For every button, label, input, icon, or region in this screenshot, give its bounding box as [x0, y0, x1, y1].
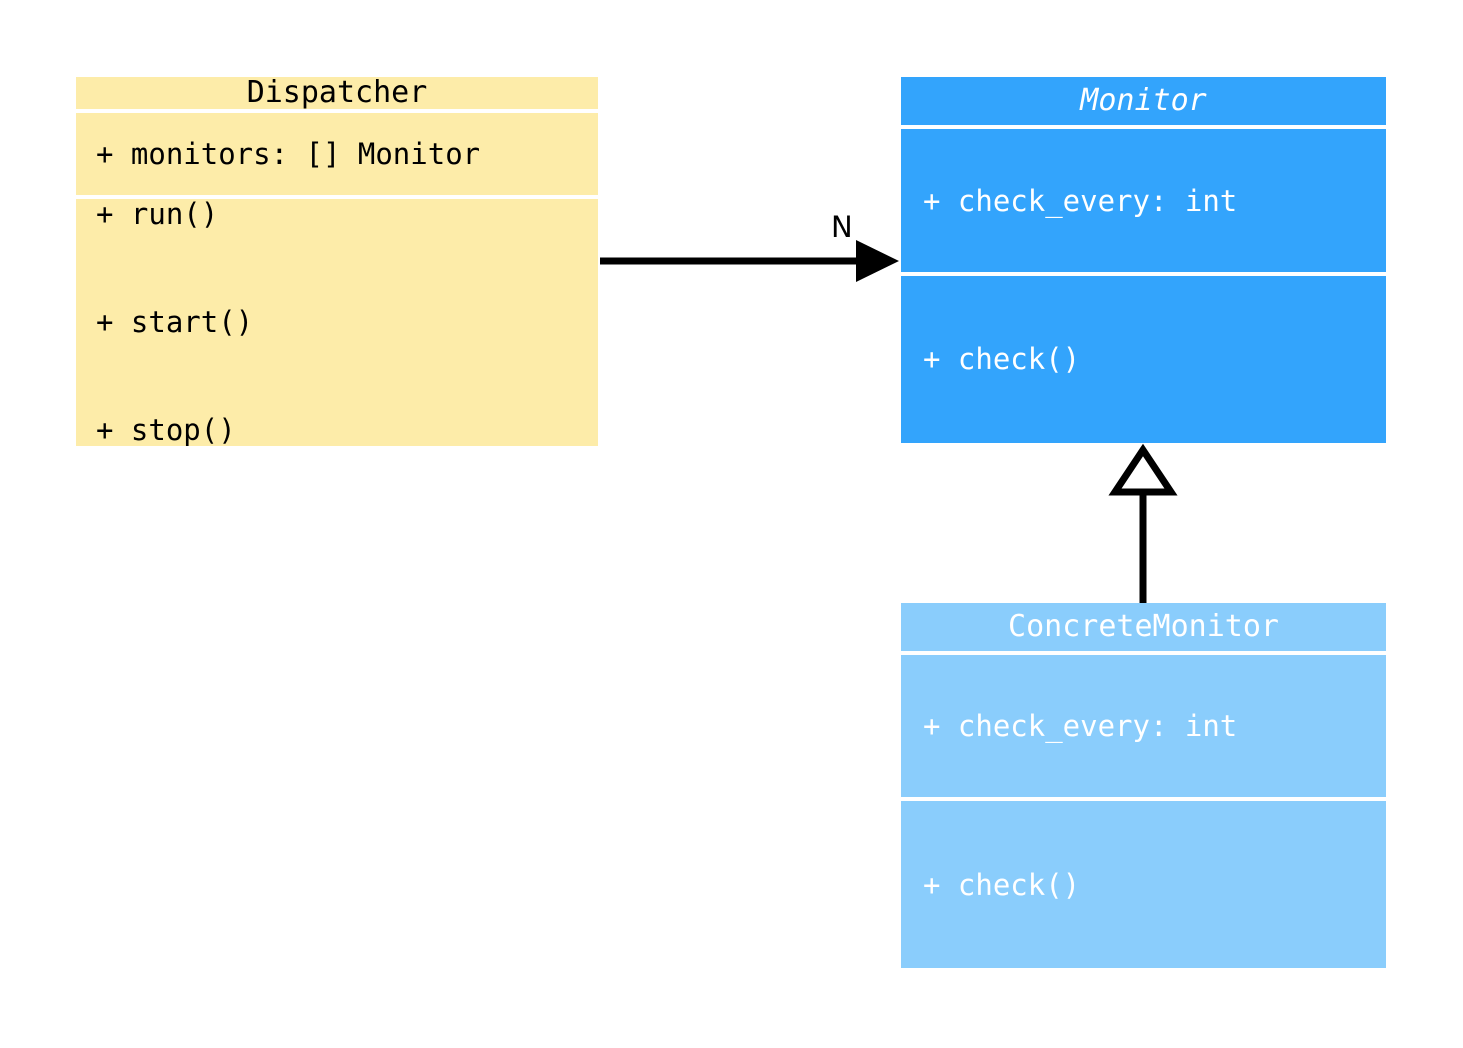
- monitor-methods-compartment: + check(): [901, 275, 1386, 443]
- dispatcher-class-name: Dispatcher: [246, 77, 428, 110]
- monitor-method-item: + check(): [923, 342, 1081, 377]
- generalization-concretemonitor-to-monitor: [1108, 443, 1178, 603]
- monitor-class-name: Monitor: [1080, 83, 1207, 119]
- concrete-monitor-attribute-item: + check_every: int: [923, 709, 1238, 744]
- concrete-monitor-methods-compartment: + check(): [901, 801, 1386, 968]
- uml-class-dispatcher[interactable]: Dispatcher + monitors: [] Monitor + run(…: [76, 77, 598, 446]
- monitor-attribute-list: + check_every: int: [901, 129, 1386, 271]
- concrete-monitor-method-list: + check(): [901, 801, 1386, 968]
- uml-class-concrete-monitor[interactable]: ConcreteMonitor + check_every: int + che…: [901, 603, 1386, 968]
- concrete-monitor-attributes-compartment: + check_every: int: [901, 655, 1386, 798]
- dispatcher-separator-2: [76, 194, 598, 199]
- monitor-attributes-compartment: + check_every: int: [901, 129, 1386, 272]
- concrete-monitor-separator-1: [901, 651, 1386, 656]
- dispatcher-methods-compartment: + run() + start() + stop(): [76, 198, 598, 446]
- concrete-monitor-method-item: + check(): [923, 867, 1081, 902]
- uml-class-monitor[interactable]: Monitor + check_every: int + check(): [901, 77, 1386, 443]
- monitor-separator-1: [901, 125, 1386, 130]
- generalization-arrowhead-hollow-triangle: [1108, 443, 1178, 496]
- dispatcher-method-list: + run() + start() + stop(): [76, 199, 598, 446]
- concrete-monitor-title-compartment: ConcreteMonitor: [901, 603, 1386, 652]
- association-dispatcher-to-monitor: [600, 240, 899, 282]
- dispatcher-method-item: + stop(): [96, 413, 236, 446]
- monitor-method-list: + check(): [901, 276, 1386, 443]
- concrete-monitor-class-name: ConcreteMonitor: [1008, 609, 1279, 645]
- concrete-monitor-attribute-list: + check_every: int: [901, 655, 1386, 797]
- dispatcher-separator-1: [76, 109, 598, 114]
- concrete-monitor-separator-2: [901, 797, 1386, 802]
- monitor-attribute-item: + check_every: int: [923, 183, 1238, 218]
- dispatcher-method-item: + start(): [96, 305, 254, 340]
- dispatcher-title-compartment: Dispatcher: [76, 77, 598, 110]
- association-multiplicity-label: N: [831, 210, 853, 244]
- monitor-separator-2: [901, 271, 1386, 276]
- monitor-title-compartment: Monitor: [901, 77, 1386, 126]
- dispatcher-attribute-list: + monitors: [] Monitor: [76, 113, 598, 194]
- dispatcher-method-item: + run(): [96, 198, 219, 232]
- dispatcher-attributes-compartment: + monitors: [] Monitor: [76, 113, 598, 195]
- dispatcher-attribute-item: + monitors: [] Monitor: [96, 137, 481, 172]
- association-arrowhead-filled-triangle: [856, 240, 899, 282]
